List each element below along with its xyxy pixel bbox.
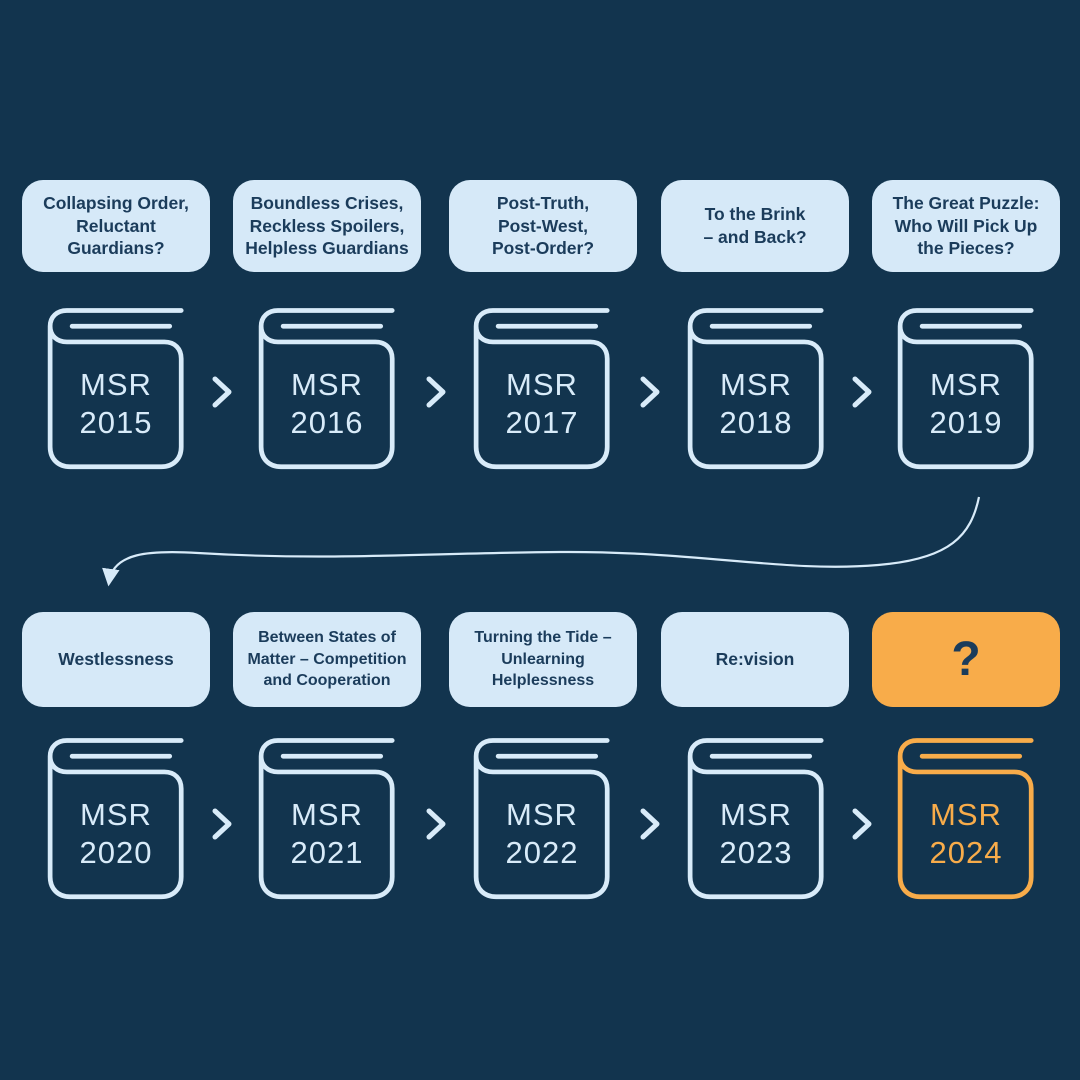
chevron-right-icon (852, 808, 872, 840)
book-label-line2: 2015 (79, 404, 153, 440)
book-icon (47, 738, 184, 900)
report-title-2018: To the Brink – and Back? (661, 180, 849, 272)
report-title-2016: Boundless Crises, Reckless Spoilers, Hel… (233, 180, 421, 272)
chevron-right-icon (852, 376, 872, 408)
chevron-right-icon (426, 808, 446, 840)
book-label-line2: 2017 (505, 404, 579, 440)
book-label-line2: 2021 (290, 834, 364, 870)
report-title-2022: Turning the Tide – Unlearning Helplessne… (449, 612, 637, 707)
book-label-line1: MSR (720, 796, 792, 832)
book-icon (47, 308, 184, 470)
book-icon (258, 738, 395, 900)
book-icon (687, 308, 824, 470)
book-label-line1: MSR (506, 366, 578, 402)
book-label-line1: MSR (291, 366, 363, 402)
book-icon (473, 308, 610, 470)
report-title-2017: Post-Truth, Post-West, Post-Order? (449, 180, 637, 272)
book-label-line2: 2016 (290, 404, 364, 440)
book-label-line2: 2024 (929, 834, 1003, 870)
book-label-line2: 2019 (929, 404, 1003, 440)
book-icon (687, 738, 824, 900)
report-title-2020: Westlessness (22, 612, 210, 707)
book-label-line1: MSR (930, 366, 1002, 402)
book-icon (258, 308, 395, 470)
report-title-2023: Re:vision (661, 612, 849, 707)
book-label-line1: MSR (80, 366, 152, 402)
chevron-right-icon (640, 808, 660, 840)
book-label-line2: 2018 (719, 404, 793, 440)
book-label-line2: 2020 (79, 834, 153, 870)
report-title-2021: Between States of Matter – Competition a… (233, 612, 421, 707)
book-icon (897, 308, 1034, 470)
chevron-right-icon (426, 376, 446, 408)
book-label-line1: MSR (506, 796, 578, 832)
book-label-line2: 2023 (719, 834, 793, 870)
report-title-2024-unknown: ? (872, 612, 1060, 707)
chevron-right-icon (640, 376, 660, 408)
report-title-2019: The Great Puzzle: Who Will Pick Up the P… (872, 180, 1060, 272)
book-label-line1: MSR (80, 796, 152, 832)
book-label-line1: MSR (930, 796, 1002, 832)
chevron-right-icon (212, 376, 232, 408)
report-title-2015: Collapsing Order, Reluctant Guardians? (22, 180, 210, 272)
book-label-line1: MSR (291, 796, 363, 832)
book-label-line2: 2022 (505, 834, 579, 870)
book-icon (897, 738, 1034, 900)
book-icon (473, 738, 610, 900)
book-label-line1: MSR (720, 366, 792, 402)
chevron-right-icon (212, 808, 232, 840)
